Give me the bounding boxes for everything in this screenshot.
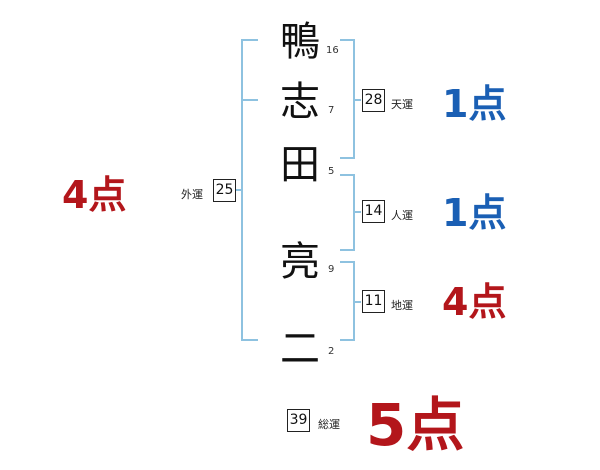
tenkaku-bracket — [340, 39, 361, 159]
name-char-1: 鴨 — [280, 19, 320, 65]
stroke-count-2: 7 — [328, 105, 335, 116]
jinkaku-label: 人運 — [391, 209, 413, 222]
chikaku-bracket — [340, 261, 361, 341]
jinkaku-score: 1点 — [442, 191, 507, 235]
chikaku-score: 4点 — [442, 280, 507, 324]
jinkaku-bracket — [340, 174, 361, 251]
chikaku-label: 地運 — [391, 299, 413, 312]
name-char-5: 二 — [280, 326, 320, 372]
stroke-count-5: 2 — [328, 346, 335, 357]
gaikaku-value-box: 25 — [213, 179, 236, 202]
tenkaku-label: 天運 — [391, 98, 413, 111]
name-char-4: 亮 — [280, 239, 320, 285]
gaikaku-score: 4点 — [62, 173, 127, 217]
stroke-count-4: 9 — [328, 264, 335, 275]
gaikaku-label: 外運 — [181, 188, 203, 201]
name-char-3: 田 — [280, 142, 320, 188]
soukaku-score: 5点 — [366, 391, 465, 459]
tenkaku-score: 1点 — [442, 82, 507, 126]
soukaku-value-box: 39 — [287, 409, 310, 432]
stroke-count-3: 5 — [328, 166, 335, 177]
stroke-count-1: 16 — [326, 45, 339, 56]
chikaku-value-box: 11 — [362, 290, 385, 313]
soukaku-label: 総運 — [318, 418, 340, 431]
jinkaku-value-box: 14 — [362, 200, 385, 223]
name-char-2: 志 — [280, 79, 320, 125]
tenkaku-value-box: 28 — [362, 89, 385, 112]
